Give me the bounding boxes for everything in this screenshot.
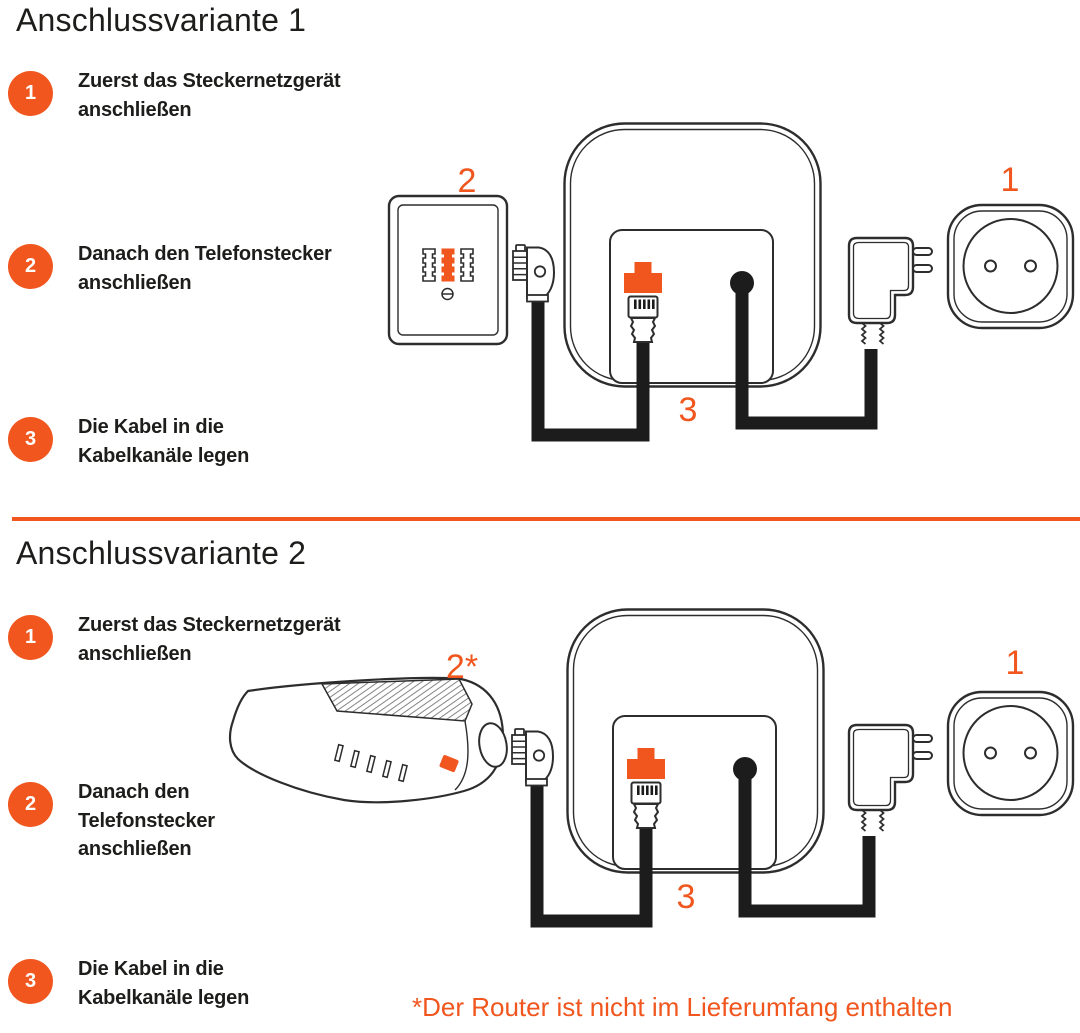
v1-step1-number: 1 [24,82,37,104]
label-cables: 3 [677,878,696,916]
section-divider [12,517,1080,521]
step-line: Kabelkanäle legen [78,444,250,467]
v1-step3-number: 3 [24,428,37,450]
phone-cable [531,299,650,442]
tae-plug-icon [511,728,554,787]
step-line: anschließen [78,838,192,860]
step-line: Kabelkanäle legen [78,986,250,1009]
label-outlet: 1 [1001,161,1020,199]
section2-title: Anschlussvariante 2 [16,535,307,571]
router-side-port [439,755,459,773]
v2-step2-text: Danach den Telefonstecker anschließen [78,778,215,864]
v2-step3-badge: 3 [8,959,53,1004]
v2-step3-number: 3 [24,970,37,992]
router-footnote: *Der Router ist nicht im Lieferumfang en… [412,992,953,1022]
power-cable [738,770,876,918]
v2-step1-number: 1 [24,626,37,648]
power-adapter-and-outlet [847,690,1075,833]
rj-plug-icon [627,295,659,343]
step-line: Telefonstecker [78,809,215,832]
tae-wall-socket [387,194,509,346]
step-line: anschließen [78,642,192,665]
v2-step2-badge: 2 [8,782,53,827]
section1-title: Anschlussvariante 1 [16,2,307,38]
power-adapter-and-outlet [847,203,1075,346]
step-line: Zuerst das Steckernetzgerät [78,614,341,636]
phone-cable [530,785,653,928]
router-back-panel [565,124,821,387]
label-wall-socket: 2 [458,162,477,200]
diagram-variant-2: 2* 1 3 [228,598,1075,928]
v1-step1-badge: 1 [8,71,53,116]
v2-step2-number: 2 [24,793,37,815]
label-outlet: 1 [1006,644,1025,682]
step-line: Danach den [78,781,190,803]
step-line: Danach den Telefonstecker [78,243,332,265]
led-slots [333,743,408,783]
v1-step2-number: 2 [24,255,37,277]
step-line: Die Kabel in die [78,958,224,980]
step-line: Die Kabel in die [78,416,224,438]
v2-step3-text: Die Kabel in die Kabelkanäle legen [78,955,249,1012]
power-cable [735,286,878,430]
router-device-3d [228,676,508,804]
label-cables: 3 [679,391,698,429]
v1-step2-text: Danach den Telefonstecker anschließen [78,240,332,297]
tae-slot-left-icon [422,248,436,282]
vent-grill [320,678,473,722]
v1-step3-text: Die Kabel in die Kabelkanäle legen [78,413,249,470]
step-line: anschließen [78,98,192,121]
router-back-panel [568,610,824,873]
v2-step1-badge: 1 [8,615,53,660]
rj-plug-icon [630,781,662,829]
tae-plug-icon [512,244,555,303]
v2-step1-text: Zuerst das Steckernetzgerät anschließen [78,611,341,668]
step-line: anschließen [78,271,192,294]
router-rolled-end [478,722,508,768]
step-line: Zuerst das Steckernetzgerät [78,70,341,92]
tae-slot-right-icon [460,248,474,282]
v1-step3-badge: 3 [8,417,53,462]
diagram-variant-1: 2 1 3 [387,100,1075,442]
v1-step1-text: Zuerst das Steckernetzgerät anschließen [78,67,341,124]
v1-step2-badge: 2 [8,244,53,289]
label-router: 2* [446,648,478,686]
